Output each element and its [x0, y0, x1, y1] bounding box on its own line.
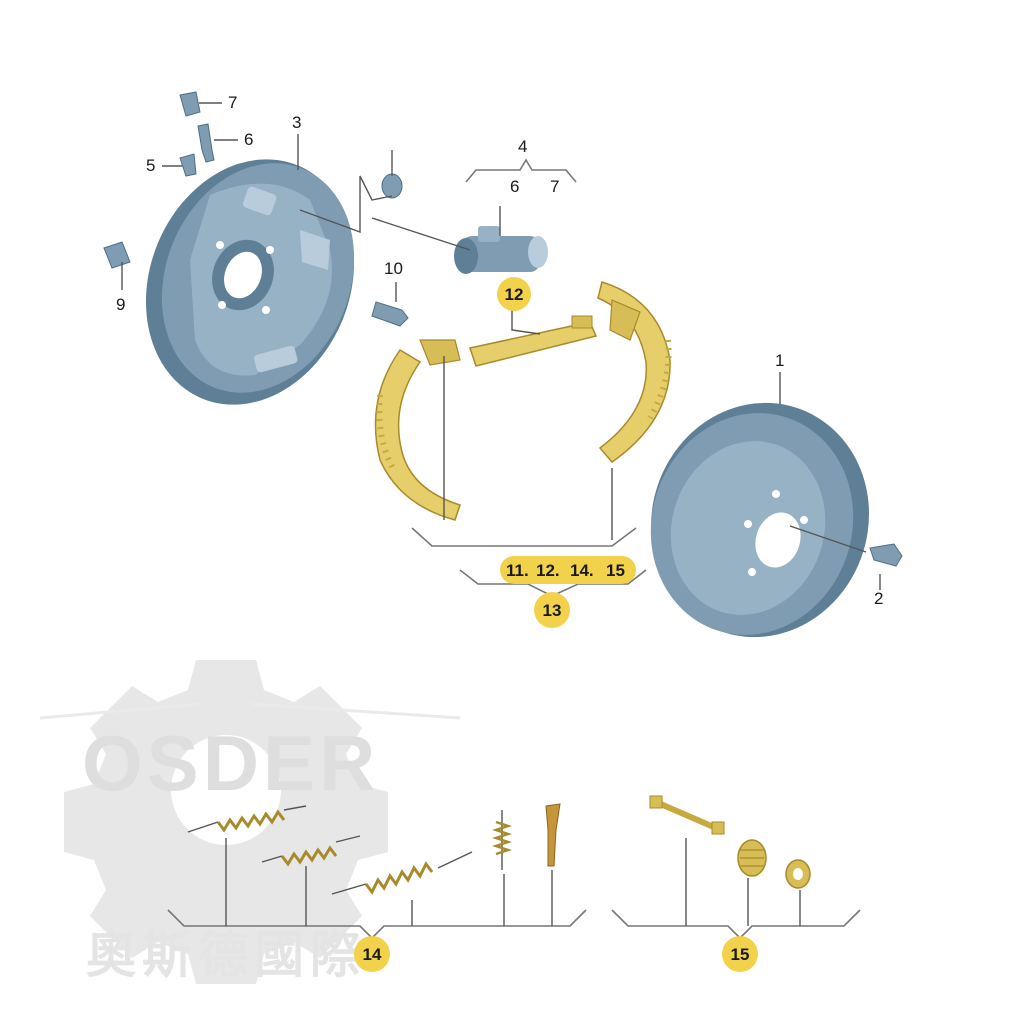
bracket-15: [611, 909, 861, 940]
callout-9: 9: [116, 295, 125, 314]
washer: [785, 859, 811, 889]
svg-text:12.: 12.: [536, 561, 560, 580]
bolt-7: [179, 91, 201, 117]
backing-plate: [145, 159, 355, 405]
spring-3: [331, 851, 473, 895]
adjuster-strut: [469, 315, 598, 367]
bracket-top: [411, 527, 637, 547]
brake-shoe-left: [374, 339, 461, 521]
svg-text:13: 13: [543, 601, 562, 620]
watermark: OSDER 奧斯德國際: [39, 660, 461, 984]
bracket-4: [465, 158, 577, 183]
bolt-5: [179, 153, 197, 177]
badge-13: 13: [534, 592, 570, 628]
callout-10: 10: [384, 259, 403, 278]
badge-15: 15: [722, 936, 758, 972]
badge-14: 14: [354, 936, 390, 972]
cap-8: [381, 173, 403, 199]
svg-text:11.: 11.: [506, 561, 529, 580]
spring-1: [187, 805, 307, 833]
wing-line-left: [39, 702, 201, 720]
callout-1: 1: [775, 351, 784, 370]
spring-4: [492, 810, 512, 870]
callout-2: 2: [874, 589, 883, 608]
spring-cup: [737, 839, 767, 877]
leader-lines: [121, 102, 881, 590]
hold-down-pin: [545, 803, 561, 867]
badge-12: 12: [497, 277, 531, 311]
bleeder-6: [197, 123, 215, 163]
pin-15: [649, 795, 725, 835]
brake-shoe-right: [597, 281, 672, 464]
badge-combo: 11. 12. 14. 15: [500, 556, 636, 584]
callout-5: 5: [146, 156, 155, 175]
watermark-chinese: 奧斯德國際: [86, 927, 366, 983]
callout-7a: 7: [228, 93, 237, 112]
plug-9: [103, 241, 131, 269]
wheel-cylinder: [454, 226, 548, 274]
callout-7b: 7: [550, 177, 559, 196]
callout-4: 4: [518, 137, 527, 156]
svg-text:12: 12: [505, 285, 524, 304]
svg-text:14.: 14.: [570, 561, 594, 580]
svg-text:15: 15: [606, 561, 625, 580]
spring-2: [261, 835, 361, 867]
callout-3: 3: [292, 113, 301, 132]
wing-line-right: [251, 702, 461, 720]
callout-6b: 6: [510, 177, 519, 196]
brake-drum: [650, 402, 869, 638]
screw-2: [869, 543, 903, 567]
bolt-10: [371, 301, 409, 327]
callout-6a: 6: [244, 130, 253, 149]
svg-text:15: 15: [731, 945, 750, 964]
watermark-brand: OSDER: [82, 719, 379, 807]
svg-text:14: 14: [363, 945, 382, 964]
